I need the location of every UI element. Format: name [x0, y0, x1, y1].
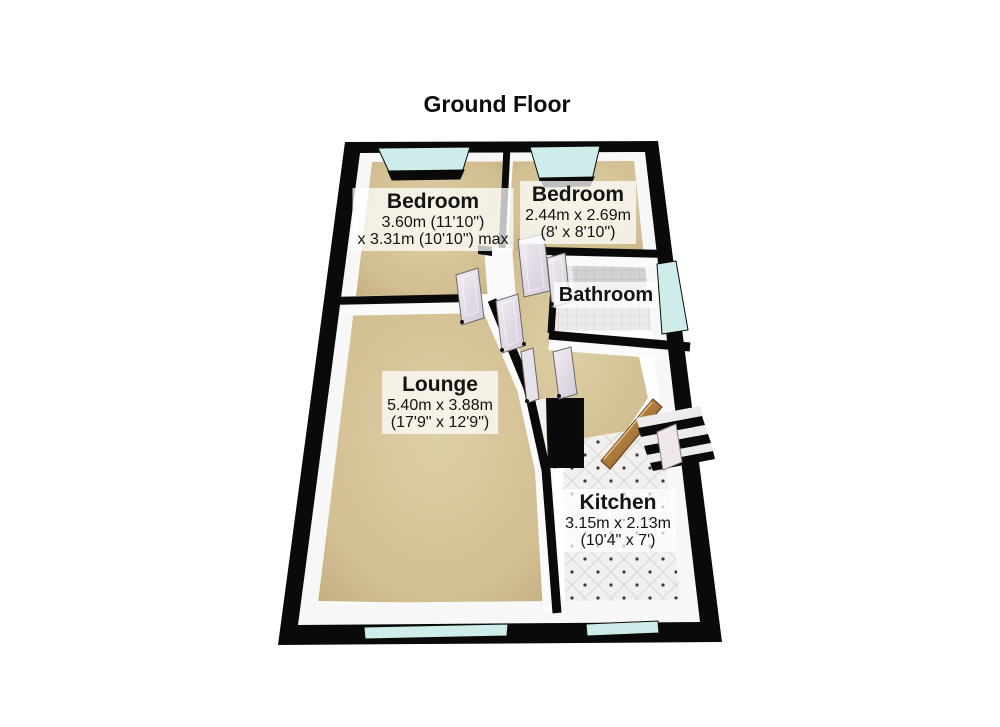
bathroom-south-wall — [548, 330, 691, 352]
divider-wall-end-face — [484, 245, 516, 301]
bedroom-1-name: Bedroom — [386, 190, 480, 213]
windows — [363, 145, 689, 640]
lounge-window — [363, 623, 509, 640]
bedroom1-door — [455, 267, 485, 326]
kitchen-window — [585, 620, 660, 637]
room-label-kitchen: Kitchen 3.15m x 2.13m (10'4" x 7') — [560, 489, 676, 553]
kitchen-dims-line2: (10'4" x 7') — [580, 532, 656, 550]
kitchen-name: Kitchen — [579, 491, 657, 514]
bathroom-north-wall — [542, 247, 669, 258]
bathroom-window — [656, 260, 689, 335]
kitchen-shadow-wall — [546, 398, 584, 468]
bedroom-1-dims-line2: x 3.31m (10'10") max — [357, 231, 509, 249]
room-label-lounge: Lounge 5.40m x 3.88m (17'9" x 12'9") — [382, 371, 498, 435]
lounge-door — [552, 346, 578, 400]
bedroom1-window-sill — [387, 169, 465, 181]
door-hinge-dots — [460, 302, 561, 403]
bathroom-name: Bathroom — [558, 284, 654, 306]
room-label-bathroom: Bathroom — [553, 282, 659, 309]
lounge-dims-line1: 5.40m x 3.88m — [387, 396, 493, 414]
room-label-bedroom-1: Bedroom 3.60m (11'10") x 3.31m (10'10") … — [352, 188, 514, 252]
bedroom-2-name: Bedroom — [531, 183, 625, 206]
lounge-dims-line2: (17'9" x 12'9") — [390, 414, 490, 432]
entrance — [600, 398, 715, 471]
bedroom-2-dims-line2: (8' x 8'10") — [540, 224, 616, 242]
bedroom-1-dims-line1: 3.60m (11'10") — [381, 213, 485, 231]
lounge-name: Lounge — [402, 373, 478, 396]
bedroom1-south-wall — [326, 294, 471, 305]
page-title: Ground Floor — [423, 91, 571, 117]
hall-door-2 — [520, 347, 540, 404]
bedroom2-window — [529, 145, 601, 182]
kitchen-dims-line1: 3.15m x 2.13m — [565, 514, 671, 532]
room-label-bedroom-2: Bedroom 2.44m x 2.69m (8' x 8'10") — [520, 181, 636, 245]
entrance-door-panel — [656, 423, 683, 471]
bedroom-2-dims-line1: 2.44m x 2.69m — [525, 206, 631, 224]
